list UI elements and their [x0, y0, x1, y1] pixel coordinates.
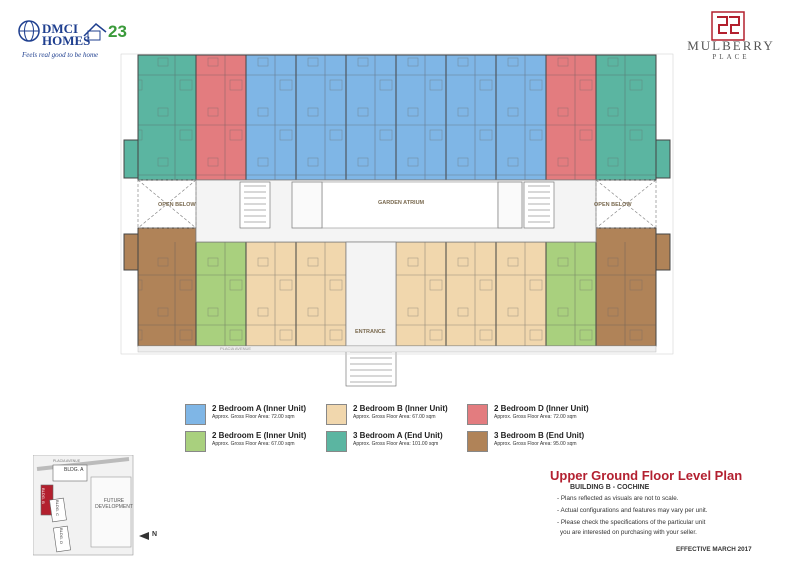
dmci-homes-logo: DMCI HOMES 23 Feels real good to be home	[18, 18, 133, 64]
legend-title: 3 Bedroom B (End Unit)	[494, 431, 585, 440]
site-bldg-d: BLDG. D	[59, 528, 64, 545]
top-wing-rooms	[138, 55, 656, 180]
balcony-bottom-right	[655, 233, 671, 271]
swatch-2br-e	[185, 431, 206, 452]
dmci-globe-icon	[18, 20, 40, 42]
site-bldg-c: BLDG. C	[55, 500, 60, 517]
open-below-left-label: OPEN BELOW	[158, 202, 196, 208]
open-below-right-label: OPEN BELOW	[594, 202, 632, 208]
note-1: - Plans reflected as visuals are not to …	[557, 495, 679, 502]
legend-item-3br-b: 3 Bedroom B (End Unit)Approx. Gross Floo…	[467, 431, 584, 452]
stair-left	[239, 181, 271, 229]
homes-text: HOMES	[42, 33, 91, 48]
legend-item-2br-a: 2 Bedroom A (Inner Unit)Approx. Gross Fl…	[185, 404, 306, 425]
dmci-text: DMCI	[42, 21, 79, 36]
swatch-3br-b	[467, 431, 488, 452]
elevator-left	[291, 181, 323, 229]
legend-title: 2 Bedroom B (Inner Unit)	[353, 404, 448, 413]
legend-area: Approx. Gross Floor Area: 72.00 sqm	[212, 414, 295, 420]
legend-title: 2 Bedroom D (Inner Unit)	[494, 404, 589, 413]
stair-right	[523, 181, 555, 229]
legend-title: 2 Bedroom E (Inner Unit)	[212, 431, 307, 440]
note-2: - Actual configurations and features may…	[557, 507, 708, 514]
legend-item-2br-b: 2 Bedroom B (Inner Unit)Approx. Gross Fl…	[326, 404, 448, 425]
open-below-left-area	[137, 179, 197, 229]
open-below-right-area	[595, 179, 657, 229]
entrance-lobby	[345, 241, 397, 347]
anniversary-23: 23	[108, 22, 127, 41]
legend-item-3br-a: 3 Bedroom A (End Unit)Approx. Gross Floo…	[326, 431, 443, 452]
dmci-tagline: Feels real good to be home	[22, 51, 99, 59]
site-bldg-a: BLDG. A	[64, 467, 84, 473]
north-label: N	[152, 531, 158, 538]
balcony-top-right	[655, 139, 671, 179]
bottom-left-rooms	[138, 242, 346, 346]
plan-frame	[120, 53, 674, 355]
garden-atrium-label: GARDEN ATRIUM	[378, 200, 425, 206]
legend-area: Approx. Gross Floor Area: 72.00 sqm	[494, 414, 577, 420]
legend-title: 2 Bedroom A (Inner Unit)	[212, 404, 307, 413]
legend-item-2br-d: 2 Bedroom D (Inner Unit)Approx. Gross Fl…	[467, 404, 589, 425]
effective-date: EFFECTIVE MARCH 2017	[676, 546, 752, 553]
site-street-label: PLACIA AVENUE	[53, 459, 81, 463]
balcony-top-left	[123, 139, 139, 179]
garden-atrium-area	[321, 181, 499, 229]
mulberry-text: MULBERRY	[687, 38, 775, 53]
legend-area: Approx. Gross Floor Area: 67.00 sqm	[353, 414, 436, 420]
mulberry-logo: MULBERRY PLACE	[681, 38, 781, 61]
swatch-2br-b	[326, 404, 347, 425]
legend-area: Approx. Gross Floor Area: 67.00 sqm	[212, 441, 295, 447]
swatch-2br-d	[467, 404, 488, 425]
note-4: you are interested on purchasing with yo…	[560, 529, 697, 536]
swatch-2br-a	[185, 404, 206, 425]
site-future-development: FUTURE DEVELOPMENT	[95, 498, 133, 510]
place-text: PLACE	[712, 53, 750, 61]
elevator-right	[497, 181, 523, 229]
mulberry-emblem-icon	[711, 11, 745, 41]
legend-title: 3 Bedroom A (End Unit)	[353, 431, 443, 440]
legend-item-2br-e: 2 Bedroom E (Inner Unit)Approx. Gross Fl…	[185, 431, 306, 452]
entrance-label: ENTRANCE	[355, 329, 386, 335]
house-23-icon	[83, 22, 107, 41]
legend-area: Approx. Gross Floor Area: 95.00 sqm	[494, 441, 577, 447]
note-3: - Please check the specifications of the…	[557, 519, 706, 526]
swatch-3br-a	[326, 431, 347, 452]
legend-area: Approx. Gross Floor Area: 101.00 sqm	[353, 441, 439, 447]
balcony-bottom-left	[123, 233, 139, 271]
plan-title: Upper Ground Floor Level Plan	[550, 468, 743, 483]
street-label: PLACIA AVENUE	[220, 346, 252, 351]
building-subtitle: BUILDING B - COCHINE	[570, 484, 650, 491]
entrance-stairs	[345, 345, 397, 387]
bottom-right-rooms	[396, 242, 656, 346]
site-bldg-b: BLDG. B	[41, 488, 46, 504]
site-map	[33, 455, 134, 556]
street-strip	[137, 345, 657, 353]
north-arrow-icon	[139, 532, 149, 540]
